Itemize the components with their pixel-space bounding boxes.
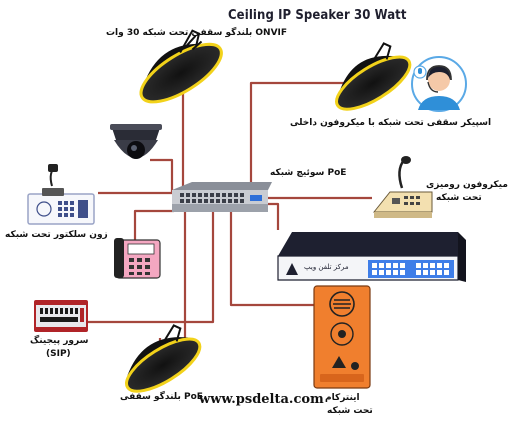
cable-camera (150, 158, 174, 194)
cable-intercom (229, 212, 318, 307)
page-title: Ceiling IP Speaker 30 Watt (228, 8, 407, 23)
label-intercom-line2: تحت شبکه (327, 406, 373, 416)
zone-selector-icon (27, 164, 95, 225)
label-desk-mic-line2: تحت شبکه (436, 193, 482, 203)
network-switch-icon (172, 182, 272, 212)
label-mic-speaker: اسپیکر سقفی تحت شبکه با میکروفون داخلی (290, 118, 492, 128)
label-paging-server-line1: سرور پیجینگ (30, 336, 89, 346)
cable-voip (268, 202, 280, 230)
cable-mic-speaker (249, 81, 355, 192)
cable-paging-server (88, 212, 215, 324)
label-onvif-speaker: بلندگو سقفی تحت شبکه 30 وات ONVIF (106, 28, 288, 38)
paging-server-icon (34, 300, 88, 332)
cables (88, 78, 372, 350)
label-zone-selector: زون سلکتور تحت شبکه (5, 230, 108, 240)
website-link[interactable]: www.psdelta.com (199, 392, 324, 407)
ip-phone-icon (114, 238, 161, 279)
label-intercom-line1: اینترکام (325, 393, 360, 403)
label-paging-server-line2: (SIP) (46, 349, 71, 359)
label-voip-center: مرکز تلفن ویپ (304, 263, 349, 271)
desk-microphone-icon (372, 156, 433, 218)
dome-camera-icon (110, 124, 162, 159)
label-poe-switch: سوئیچ شبکه PoE (270, 168, 347, 178)
label-desk-mic-line1: میکروفون رومیزی (426, 180, 508, 190)
ceiling-speaker-icon (335, 42, 412, 111)
voip-pbx-icon (277, 232, 466, 282)
operator-headset-icon (411, 56, 467, 112)
intercom-panel-icon (313, 285, 371, 389)
ceiling-speaker-icon (125, 324, 202, 393)
ceiling-speaker-icon (139, 29, 223, 104)
cable-ip-phone (133, 209, 174, 244)
label-poe-speaker: بلندگو سقفی PoE (120, 392, 203, 402)
